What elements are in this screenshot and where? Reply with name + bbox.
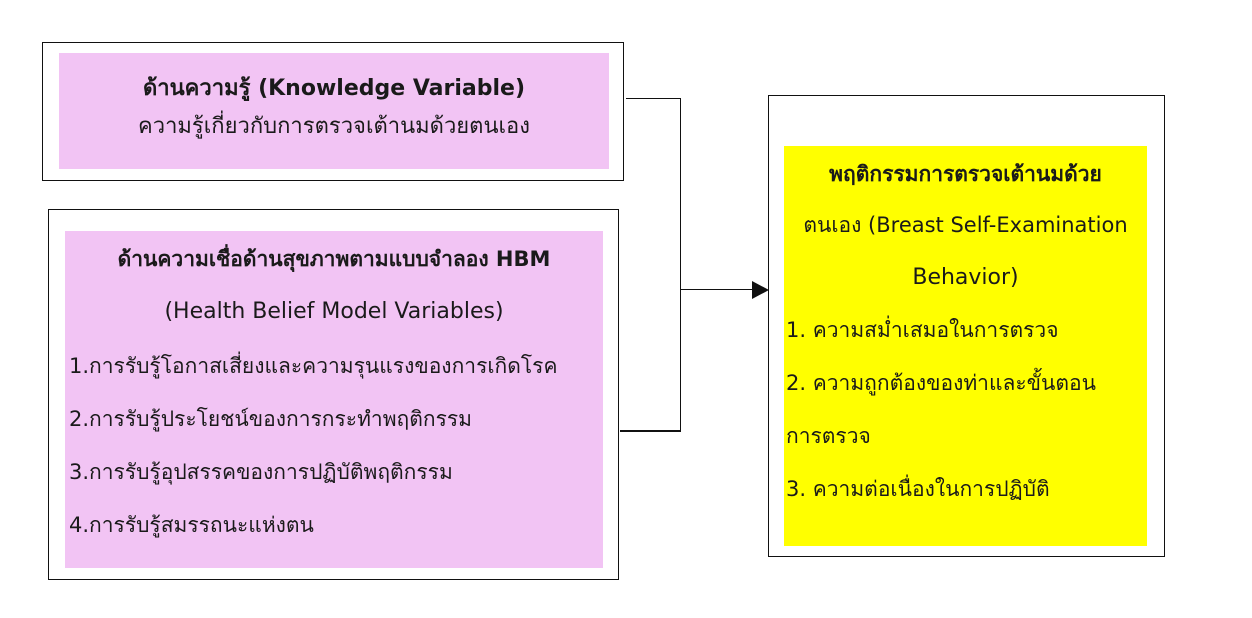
connector-vertical — [680, 98, 681, 432]
behavior-box-fill: พฤติกรรมการตรวจเต้านมด้วย ตนเอง (Breast … — [784, 146, 1147, 546]
behavior-item: การตรวจ — [786, 424, 871, 448]
knowledge-box: ด้านความรู้ (Knowledge Variable) ความรู้… — [42, 42, 624, 181]
behavior-title-line2: ตนเอง (Breast Self-Examination — [803, 213, 1128, 237]
behavior-item: 2. ความถูกต้องของท่าและขั้นตอน — [786, 371, 1096, 395]
arrowhead-icon — [752, 281, 769, 299]
hbm-title: ด้านความเชื่อด้านสุขภาพตามแบบจำลอง HBM — [117, 247, 551, 271]
connector-arrow-line — [681, 289, 755, 290]
behavior-title-line1: พฤติกรรมการตรวจเต้านมด้วย — [829, 162, 1102, 186]
knowledge-box-fill: ด้านความรู้ (Knowledge Variable) ความรู้… — [59, 53, 609, 169]
behavior-item: 1. ความสม่ำเสมอในการตรวจ — [786, 318, 1059, 342]
behavior-box: พฤติกรรมการตรวจเต้านมด้วย ตนเอง (Breast … — [768, 95, 1165, 557]
behavior-title-line3: Behavior) — [912, 265, 1019, 290]
connector-top — [626, 98, 681, 99]
knowledge-title: ด้านความรู้ (Knowledge Variable) — [143, 76, 525, 101]
hbm-subtitle: (Health Belief Model Variables) — [164, 299, 504, 324]
knowledge-subtitle: ความรู้เกี่ยวกับการตรวจเต้านมด้วยตนเอง — [138, 114, 530, 139]
connector-bottom — [620, 430, 681, 432]
hbm-box-fill: ด้านความเชื่อด้านสุขภาพตามแบบจำลอง HBM (… — [65, 231, 603, 568]
hbm-item: 3.การรับรู้อุปสรรคของการปฏิบัติพฤติกรรม — [69, 460, 453, 484]
behavior-item: 3. ความต่อเนื่องในการปฏิบัติ — [786, 477, 1050, 501]
hbm-item: 1.การรับรู้โอกาสเสี่ยงและความรุนแรงของกา… — [69, 354, 558, 378]
hbm-box: ด้านความเชื่อด้านสุขภาพตามแบบจำลอง HBM (… — [48, 209, 619, 580]
hbm-item: 4.การรับรู้สมรรถนะแห่งตน — [69, 513, 314, 537]
hbm-item: 2.การรับรู้ประโยชน์ของการกระทำพฤติกรรม — [69, 407, 473, 431]
